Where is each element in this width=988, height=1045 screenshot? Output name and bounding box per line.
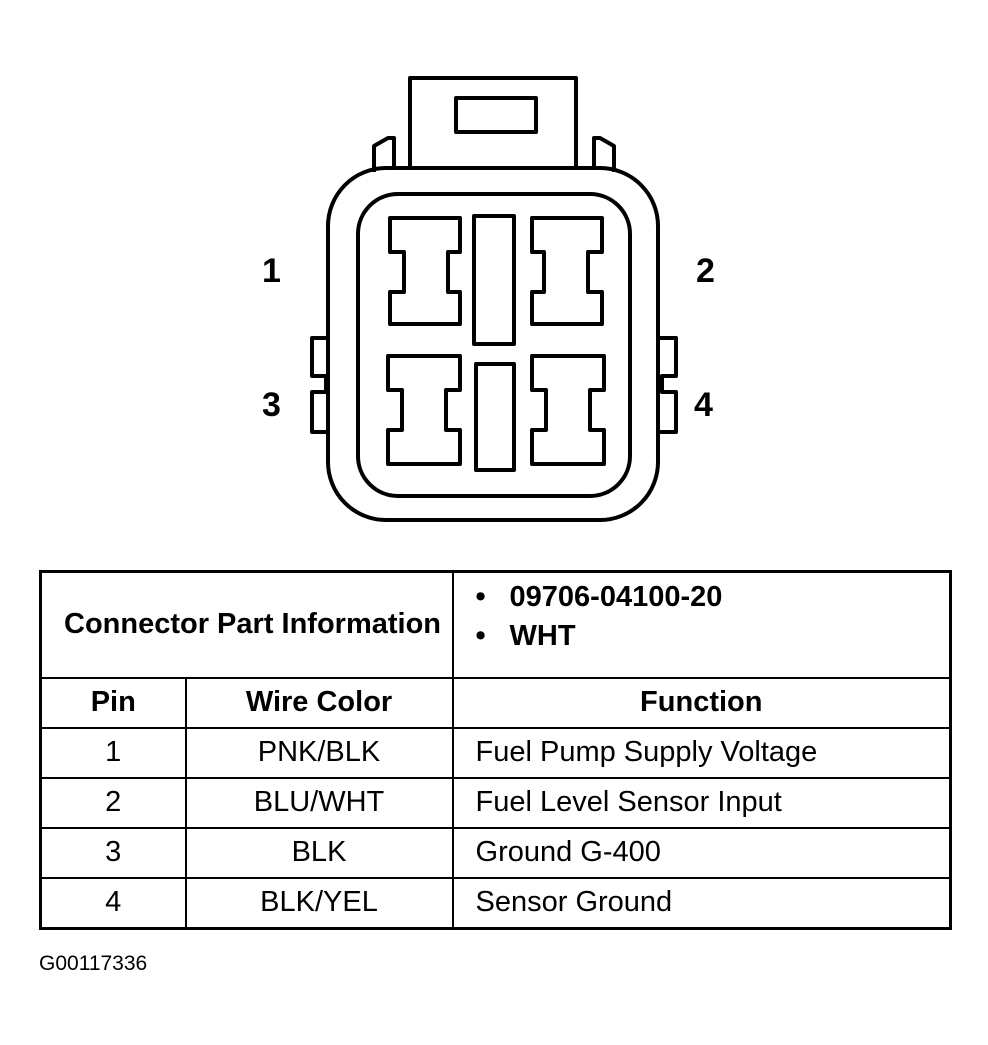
connector-part-number: 09706-04100-20 bbox=[510, 581, 928, 614]
cell-function: Fuel Level Sensor Input bbox=[451, 777, 952, 829]
cell-pin: 1 bbox=[39, 727, 187, 779]
center-separator-upper bbox=[472, 214, 516, 346]
connector-face-diagram bbox=[310, 76, 678, 522]
pin-cavity-3 bbox=[386, 354, 462, 466]
pin-cavity-2 bbox=[530, 216, 604, 326]
pin-label-3: 3 bbox=[262, 386, 281, 424]
cell-wire-color: BLK bbox=[184, 827, 454, 879]
pin-label-4: 4 bbox=[694, 386, 713, 424]
connector-info-label: Connector Part Information bbox=[39, 570, 454, 679]
table-row: 2 BLU/WHT Fuel Level Sensor Input bbox=[39, 777, 952, 829]
header-function: Function bbox=[451, 677, 952, 729]
cell-pin: 2 bbox=[39, 777, 187, 829]
cell-function: Ground G-400 bbox=[451, 827, 952, 879]
connector-color: WHT bbox=[510, 620, 928, 653]
connector-housing-outer bbox=[326, 166, 660, 522]
pin-label-1: 1 bbox=[262, 252, 281, 290]
header-pin: Pin bbox=[39, 677, 187, 729]
connector-locking-tab bbox=[408, 76, 578, 168]
cell-pin: 3 bbox=[39, 827, 187, 879]
cell-wire-color: PNK/BLK bbox=[184, 727, 454, 779]
pin-cavity-4 bbox=[530, 354, 606, 466]
top-left-latch bbox=[372, 136, 396, 172]
center-separator-lower bbox=[474, 362, 516, 472]
pin-label-2: 2 bbox=[696, 252, 715, 290]
cell-pin: 4 bbox=[39, 877, 187, 930]
cell-function: Sensor Ground bbox=[451, 877, 952, 930]
table-header-row: Pin Wire Color Function bbox=[39, 677, 952, 729]
pinout-table: Connector Part Information 09706-04100-2… bbox=[39, 570, 953, 930]
table-row: 3 BLK Ground G-400 bbox=[39, 827, 952, 879]
locking-tab-window bbox=[454, 96, 538, 134]
cell-wire-color: BLK/YEL bbox=[184, 877, 454, 930]
connector-info-values: 09706-04100-20 WHT bbox=[451, 570, 952, 679]
header-wire-color: Wire Color bbox=[184, 677, 454, 729]
cell-function: Fuel Pump Supply Voltage bbox=[451, 727, 952, 779]
table-row: 1 PNK/BLK Fuel Pump Supply Voltage bbox=[39, 727, 952, 779]
right-side-key bbox=[658, 336, 678, 434]
cell-wire-color: BLU/WHT bbox=[184, 777, 454, 829]
connector-housing-inner bbox=[356, 192, 632, 498]
table-row: 4 BLK/YEL Sensor Ground bbox=[39, 877, 952, 930]
connector-info-row: Connector Part Information 09706-04100-2… bbox=[39, 570, 952, 679]
figure-id: G00117336 bbox=[39, 952, 148, 975]
pin-cavity-1 bbox=[388, 216, 462, 326]
top-right-latch bbox=[592, 136, 616, 172]
